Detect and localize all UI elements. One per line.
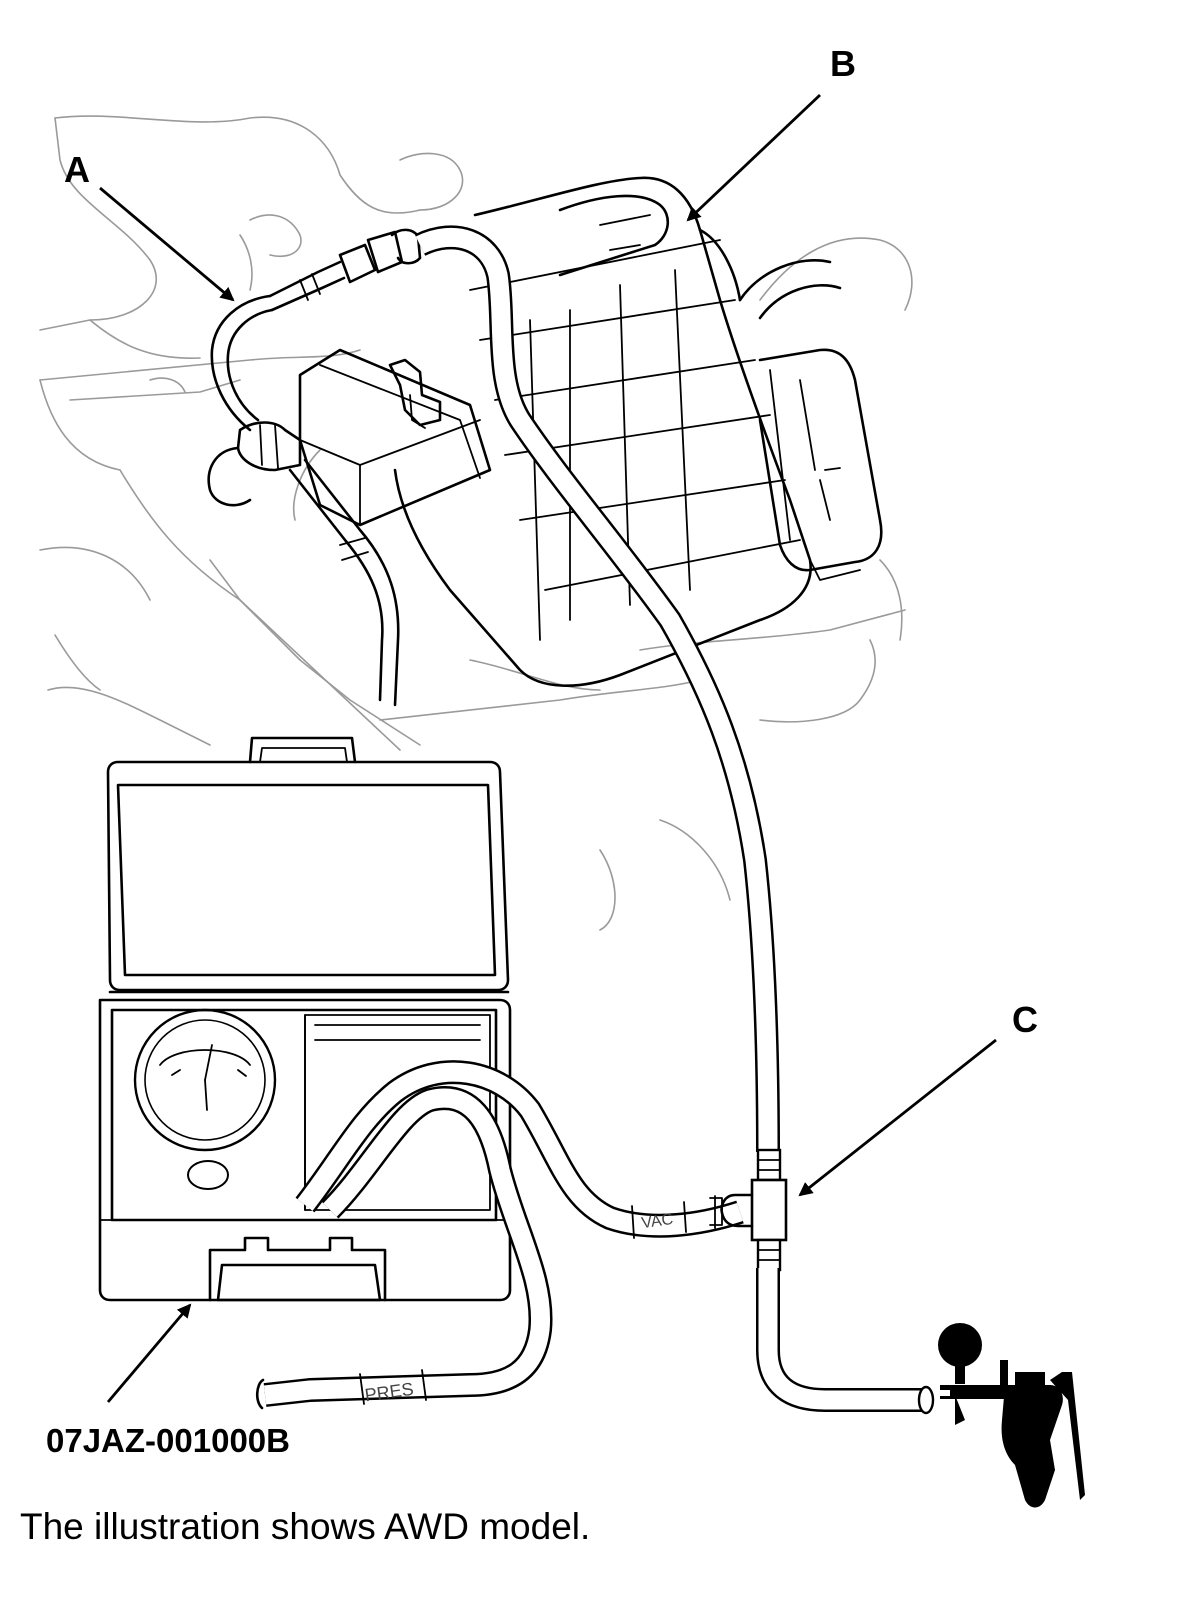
vac-hose: [295, 1060, 744, 1238]
pres-label-band-right: [421, 1369, 427, 1401]
pres-hose: [263, 1086, 553, 1407]
pump-hose: [756, 1268, 925, 1412]
pres-hose-end: [255, 1378, 265, 1410]
vac-label-band-left: [631, 1205, 635, 1239]
tool-part-number: 07JAZ-001000B: [46, 1422, 290, 1459]
t-fitting: [709, 1148, 788, 1272]
callout-a: A: [64, 149, 90, 190]
leader-b: [686, 93, 821, 222]
pres-label-band-left: [359, 1373, 365, 1405]
evap-valve-block: [207, 348, 492, 707]
hose-a: [210, 228, 422, 432]
pump-hose-end: [917, 1385, 935, 1415]
leader-c: [798, 1038, 997, 1197]
leader-a: [99, 186, 235, 302]
vehicle-underbody-sketch: [39, 115, 913, 931]
evap-filter-module: [738, 259, 883, 581]
vac-hose-label: VAC: [640, 1211, 674, 1232]
vac-label-band-right: [683, 1201, 687, 1233]
leader-tool: [106, 1303, 192, 1403]
evap-tester-case: [98, 736, 512, 1302]
hand-vacuum-pump-icon: [938, 1323, 1085, 1508]
callout-b: B: [830, 43, 856, 84]
evap-canister: [393, 176, 812, 687]
hose-b: [414, 225, 780, 1153]
illustration-caption: The illustration shows AWD model.: [20, 1506, 591, 1547]
callout-c: C: [1012, 999, 1038, 1040]
